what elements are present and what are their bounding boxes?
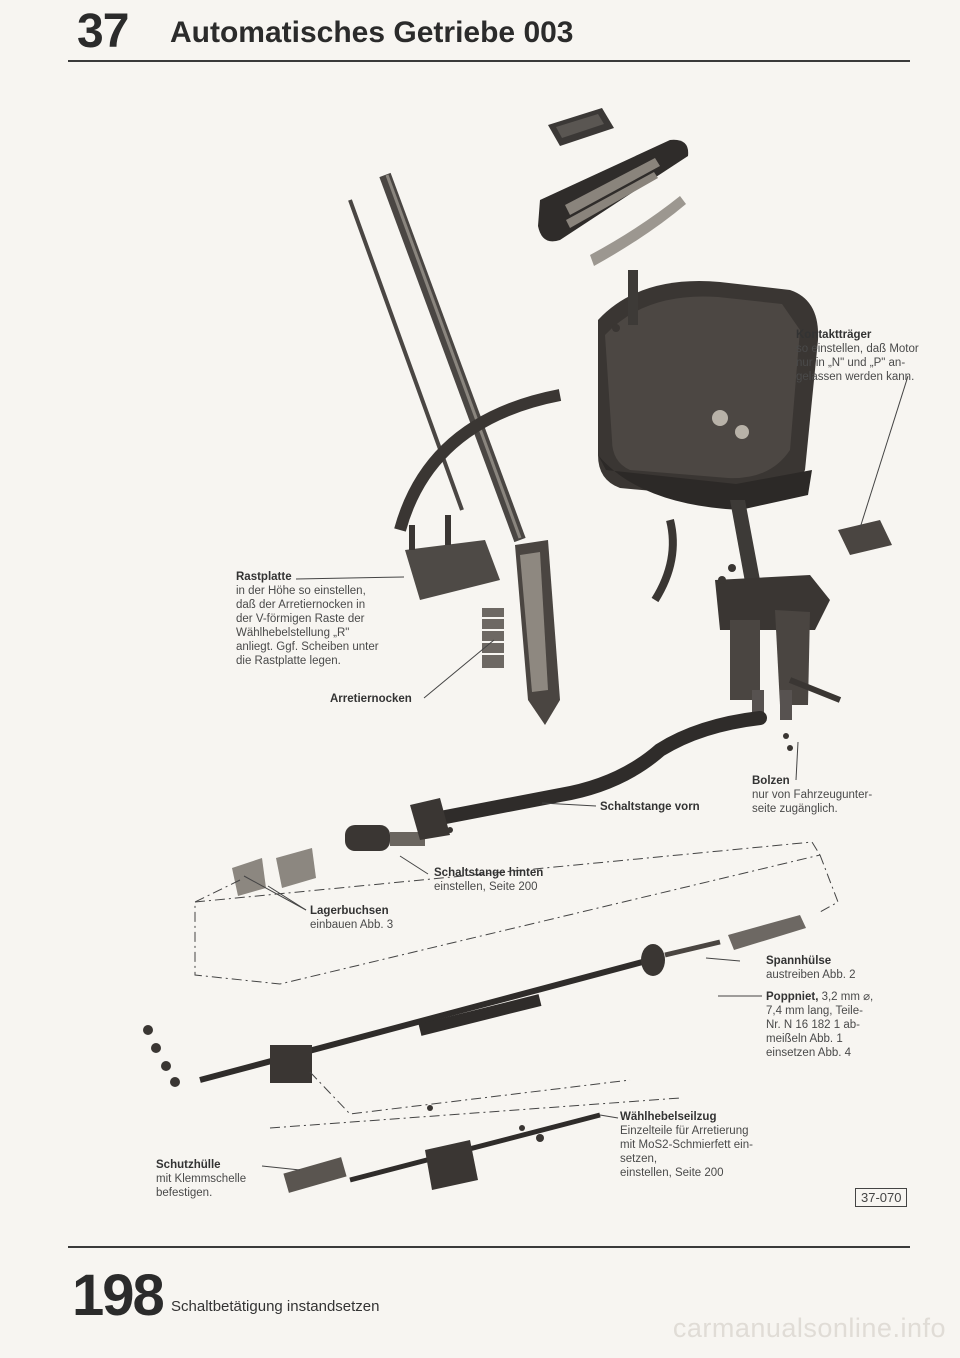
- header-rule: [68, 60, 910, 62]
- label-schutzhuelle: Schutzhülle mit Klemmschelle befestigen.: [156, 1158, 246, 1200]
- label-schaltstange-hinten-desc: einstellen, Seite 200: [434, 881, 538, 893]
- lever-bracket: [715, 575, 842, 720]
- figure-reference-box: 37-070: [855, 1188, 908, 1207]
- label-kontakttraeger-title: Kontaktträger: [796, 329, 872, 341]
- small-hardware: [143, 324, 793, 1142]
- label-schutzhuelle-desc: mit Klemmschelle befestigen.: [156, 1173, 247, 1199]
- label-poppniet-title: Poppniet,: [766, 991, 819, 1003]
- front-shift-rod: [423, 711, 767, 827]
- label-bolzen-desc: nur von Fahrzeugunter- seite zugänglich.: [752, 789, 873, 815]
- chapter-number: 37: [77, 5, 129, 58]
- label-lagerbuchsen-title: Lagerbuchsen: [310, 905, 389, 917]
- label-poppniet-desc: 3,2 mm ⌀, 7,4 mm lang, Teile- Nr. N 16 1…: [766, 991, 874, 1059]
- label-rastplatte-desc: in der Höhe so einstellen, daß der Arret…: [236, 585, 379, 667]
- curved-strap: [394, 389, 562, 532]
- label-kontakttraeger-desc: so einstellen, daß Motor nur in „N" und …: [796, 343, 919, 383]
- label-arretiernocken-title: Arretiernocken: [330, 693, 412, 705]
- label-schaltstange-hinten-title: Schaltstange hinten: [434, 867, 544, 879]
- selector-cable: [199, 915, 806, 1193]
- label-schutzhuelle-title: Schutzhülle: [156, 1159, 221, 1171]
- curved-strap-lower: [651, 519, 677, 603]
- label-spannhuelse: Spannhülse austreiben Abb. 2: [766, 954, 856, 982]
- label-waehlhebelseilzug: Wählhebelseilzug Einzelteile für Arretie…: [620, 1110, 753, 1180]
- label-spannhuelse-title: Spannhülse: [766, 955, 832, 967]
- watermark: carmanualsonline.info: [672, 1313, 946, 1343]
- label-bolzen-title: Bolzen: [752, 775, 790, 787]
- label-bolzen: Bolzen nur von Fahrzeugunter- seite zugä…: [752, 774, 872, 816]
- label-lagerbuchsen-desc: einbauen Abb. 3: [310, 919, 394, 931]
- label-lagerbuchsen: Lagerbuchsen einbauen Abb. 3: [310, 904, 393, 932]
- leader-lines: [194, 375, 909, 1171]
- label-waehlhebelseilzug-desc: Einzelteile für Arretierung mit MoS2-Sch…: [620, 1125, 753, 1179]
- detent-spring: [482, 608, 504, 668]
- rods: [348, 172, 526, 543]
- label-waehlhebelseilzug-title: Wählhebelseilzug: [620, 1111, 717, 1123]
- gate-cover-plate: [538, 139, 689, 242]
- label-rastplatte-title: Rastplatte: [236, 571, 292, 583]
- shift-housing: [598, 281, 819, 510]
- label-rastplatte: Rastplatte in der Höhe so einstellen, da…: [236, 570, 379, 668]
- selector-lever-shaft: [628, 270, 760, 582]
- section-title: Schaltbetätigung instandsetzen: [171, 1298, 380, 1315]
- chapter-title: Automatisches Getriebe 003: [170, 16, 574, 49]
- rastplatte-part: [405, 515, 500, 600]
- label-schaltstange-hinten: Schaltstange hinten einstellen, Seite 20…: [434, 866, 543, 894]
- label-kontakttraeger: Kontaktträger so einstellen, daß Motor n…: [796, 328, 919, 384]
- position-indicator-strip: [590, 196, 686, 266]
- label-schaltstange-vorn: Schaltstange vorn: [600, 800, 700, 814]
- label-schaltstange-vorn-title: Schaltstange vorn: [600, 801, 700, 813]
- label-spannhuelse-desc: austreiben Abb. 2: [766, 969, 856, 981]
- detent-arm: [515, 540, 560, 725]
- rear-shift-rod: [345, 798, 450, 851]
- label-poppniet: Poppniet, 3,2 mm ⌀, 7,4 mm lang, Teile- …: [766, 990, 906, 1060]
- footer-rule: [68, 1246, 910, 1248]
- page-number: 198: [72, 1263, 165, 1328]
- lever-knob: [548, 108, 614, 146]
- bearing-bushings: [232, 848, 316, 896]
- label-arretiernocken: Arretiernocken: [330, 692, 412, 706]
- contact-carrier-part: [838, 520, 892, 555]
